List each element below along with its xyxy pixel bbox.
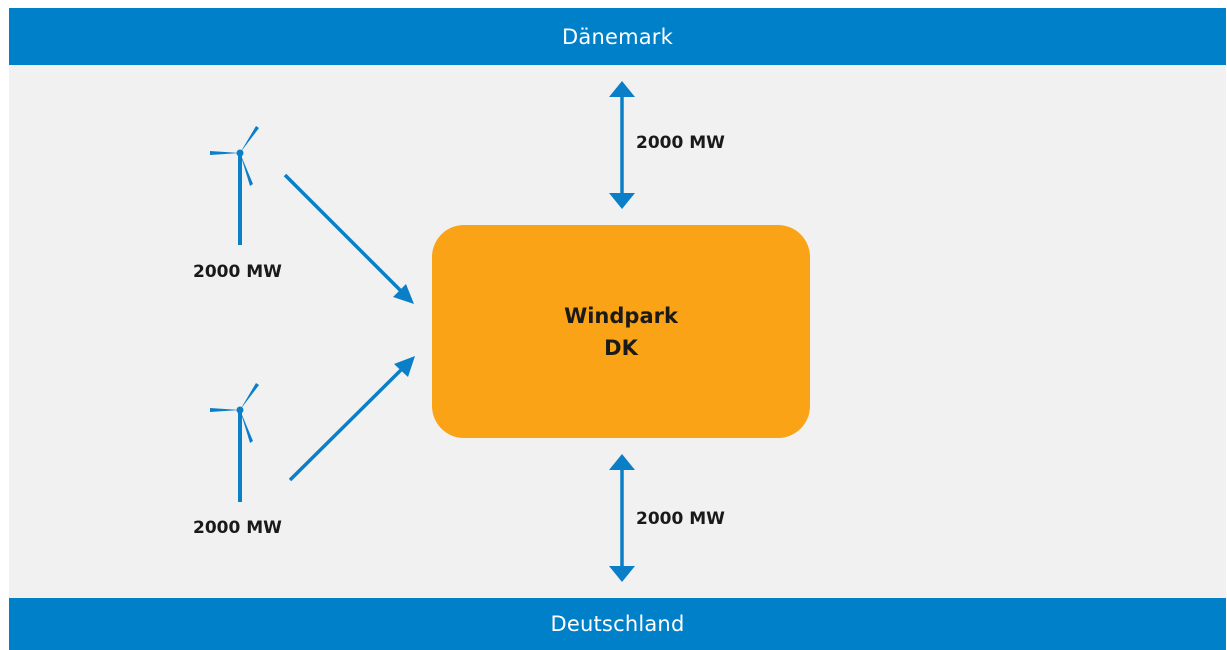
denmark-label: Dänemark: [562, 24, 673, 49]
germany-label: Deutschland: [550, 612, 685, 636]
denmark-link-capacity-label: 2000 MW: [636, 133, 725, 153]
turbine-bottom-arrow: [288, 356, 415, 482]
wind-turbine-icon: [208, 381, 261, 504]
germany-link-capacity-label: 2000 MW: [636, 509, 725, 529]
windpark-hub: Windpark DK: [432, 225, 810, 438]
turbine-top-capacity-label: 2000 MW: [193, 262, 282, 282]
denmark-band: Dänemark: [9, 8, 1226, 65]
hub-title-line2: DK: [604, 335, 638, 360]
hub-title-line1: Windpark: [564, 303, 678, 328]
germany-band: Deutschland: [9, 598, 1226, 650]
denmark-link-arrow: [609, 81, 635, 209]
turbine-top-arrow: [283, 173, 414, 304]
wind-turbine-icon: [208, 124, 261, 247]
germany-link-arrow: [609, 454, 635, 582]
turbine-bottom-capacity-label: 2000 MW: [193, 518, 282, 538]
